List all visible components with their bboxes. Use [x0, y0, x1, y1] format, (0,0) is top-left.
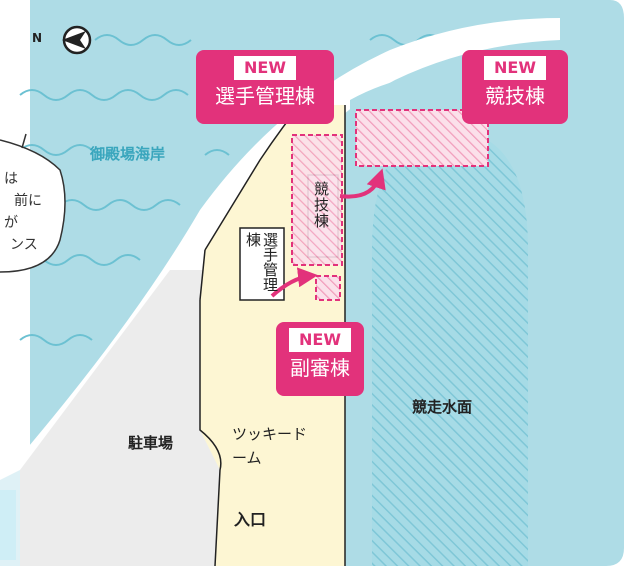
speech-bubble-shape	[0, 139, 66, 273]
dome-label-text: ツッキードーム	[232, 425, 308, 467]
new-judge-building-name: 副審棟	[290, 356, 350, 380]
existing-competition-label: 競技棟	[312, 181, 330, 229]
new-judge-building-badge: NEW 副審棟	[276, 322, 364, 396]
speech-bubble-line-1: は	[4, 171, 18, 187]
entrance-label: 入口	[234, 510, 267, 529]
new-badge: NEW	[289, 328, 351, 352]
parking-area	[20, 270, 230, 566]
new-players-building-area	[291, 134, 343, 266]
race-water-surface	[372, 130, 528, 566]
new-badge: NEW	[484, 56, 546, 80]
arrow-to-new-competition	[339, 168, 386, 199]
compass-label: N	[32, 31, 43, 45]
speech-bubble-line-4: ンス	[10, 237, 38, 253]
new-competition-building-badge: NEW 競技棟	[462, 50, 568, 124]
existing-players-label-text: 選手管理棟	[244, 232, 279, 292]
speech-bubble-line-2: 前に	[14, 193, 42, 209]
new-competition-building-name: 競技棟	[485, 84, 545, 108]
new-players-building-badge: NEW 選手管理棟	[196, 50, 334, 124]
new-players-building-name: 選手管理棟	[215, 84, 315, 108]
beach-label: 御殿場海岸	[90, 145, 166, 163]
parking-label: 駐車場	[128, 434, 174, 452]
arrow-to-new-players	[270, 267, 318, 298]
dome-label: ツッキードーム	[232, 422, 312, 470]
new-badge: NEW	[234, 56, 296, 80]
existing-players-label: 選手管理棟	[244, 232, 284, 300]
new-judge-building-area	[315, 275, 341, 301]
speech-bubble-line-3: が	[4, 215, 18, 231]
race-surface-label: 競走水面	[412, 398, 473, 416]
existing-players-building	[239, 227, 285, 301]
